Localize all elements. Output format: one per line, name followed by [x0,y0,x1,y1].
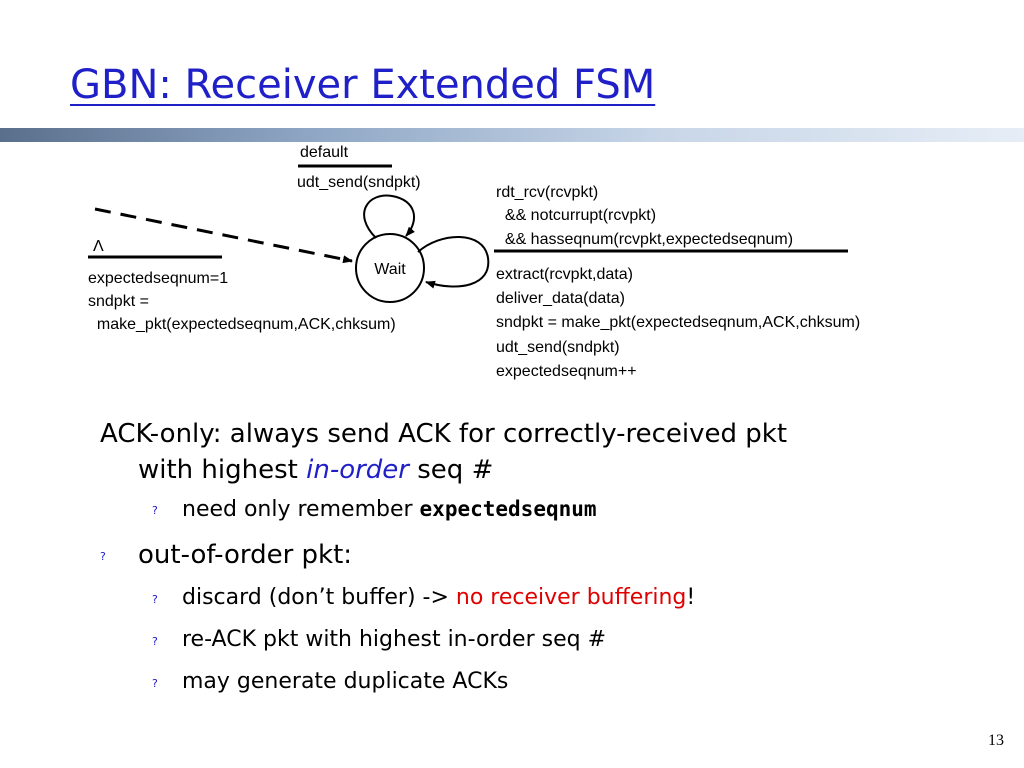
sub-bullet-duplicate-acks: ? may generate duplicate ACKs [152,669,509,694]
state-wait-label: Wait [374,261,406,278]
fsm-diagram: Wait default udt_send(sndpkt) Λ expected… [88,144,860,380]
state-wait-circle [355,233,425,303]
bullet-marker-icon: ? [152,504,158,517]
initial-action-line-1: expectedseqnum=1 [88,270,228,287]
top-loop-action: udt_send(sndpkt) [297,174,421,191]
right-loop-action-line-3: sndpkt = make_pkt(expectedseqnum,ACK,chk… [496,314,860,331]
initial-action-line-2: sndpkt = [88,293,149,310]
right-loop-action-line-1: extract(rcvpkt,data) [496,266,633,283]
right-loop-action-line-2: deliver_data(data) [496,290,625,307]
initial-event-lambda: Λ [93,238,104,255]
right-loop-action-line-4: udt_send(sndpkt) [496,339,620,356]
page-number: 13 [988,732,1004,749]
bullet-ack-only: ACK-only: always send ACK for correctly-… [100,419,788,485]
expectedseqnum-code: expectedseqnum [419,497,597,521]
sub-bullet-re-ack: ? re-ACK pkt with highest in-order seq # [152,627,607,652]
right-loop-event-line-1: rdt_rcv(rcvpkt) [496,184,598,201]
title-divider-bar [0,128,1024,142]
in-order-emphasis: in-order [306,455,409,485]
bullet-out-of-order: ? out-of-order pkt: [100,540,353,570]
right-loop-event-line-3: && hasseqnum(rcvpkt,expectedseqnum) [496,231,793,248]
bullet-marker-icon: ? [100,550,106,563]
slide-title: GBN: Receiver Extended FSM [70,62,656,108]
right-loop-arrow [417,236,490,289]
bullet-marker-icon: ? [152,677,158,690]
bullet-marker-icon: ? [152,635,158,648]
bullet-list: ACK-only: always send ACK for correctly-… [100,416,1000,703]
no-receiver-buffering-emphasis: no receiver buffering [455,585,687,610]
initial-dashed-arrow [94,207,353,264]
bullet-marker-icon: ? [152,593,158,606]
sub-bullet-discard: ? discard (don’t buffer) -> no receiver … [152,585,696,610]
right-loop-event-line-2: && notcurrupt(rcvpkt) [496,207,656,224]
right-loop-action-line-5: expectedseqnum++ [496,363,637,380]
sub-bullet-remember: ? need only remember expectedseqnum [152,497,597,522]
top-loop-event: default [300,144,349,161]
top-loop-arrow [363,194,415,239]
initial-action-line-3: make_pkt(expectedseqnum,ACK,chksum) [88,316,396,333]
